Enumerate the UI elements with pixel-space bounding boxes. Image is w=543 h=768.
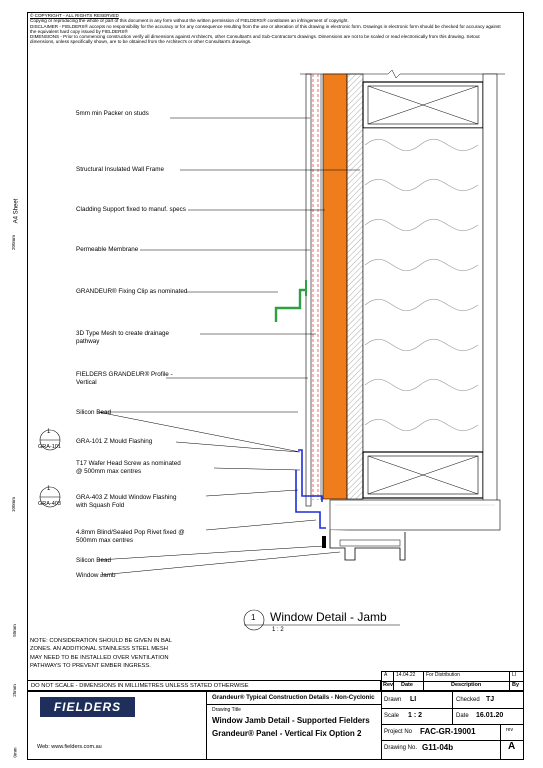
rev-head-by: By: [512, 682, 520, 688]
callout-gra101-ref: GRA-101: [38, 444, 61, 450]
detail-title: Window Detail - Jamb: [270, 610, 387, 624]
fielders-logo: FIELDERS: [40, 697, 135, 717]
label-profile: FIELDERS GRANDEUR® Profile - Vertical: [76, 371, 173, 386]
drawing-title-2: Grandeur® Panel - Vertical Fix Option 2: [212, 729, 362, 738]
label-rivet: 4.8mm Blind/Sealed Pop Rivet fixed @ 500…: [76, 529, 185, 544]
rev-label: rev: [506, 727, 513, 733]
dimensions-line: DIMENSIONS - Prior to commencing constru…: [30, 34, 480, 40]
rev-row-date: 14.04.22: [396, 672, 416, 678]
scale-value: 1 : 2: [408, 712, 423, 719]
rev-row-desc: For Distribution: [426, 672, 460, 678]
label-cladding-support: Cladding Support fixed to manuf. specs: [76, 206, 186, 213]
copyright-block: © COPYRIGHT - ALL RIGHTS RESERVED Copyin…: [30, 13, 522, 45]
rev-head-date: Date: [401, 682, 413, 688]
callout-gra101-num: 1: [47, 429, 51, 435]
rev-row-by: LI: [512, 672, 517, 678]
drawn-label: Drawn: [384, 697, 402, 703]
label-silicon-bead-2: Silicon Bead: [76, 557, 112, 564]
copyright-heading: © COPYRIGHT - ALL RIGHTS RESERVED: [30, 13, 119, 18]
drawing-title-1: Window Jamb Detail - Supported Fielders: [212, 716, 370, 725]
website: Web: www.fielders.com.au: [37, 744, 102, 750]
checked-value: TJ: [486, 696, 495, 703]
noscale-bar: DO NOT SCALE - DIMENSIONS IN MILLIMETRES…: [27, 680, 381, 691]
callout-gra403-ref: GRA-403: [38, 501, 61, 507]
rev-head-rev: Rev: [383, 682, 394, 688]
label-gra403: GRA-403 Z Mould Window Flashing with Squ…: [76, 494, 177, 509]
label-mesh: 3D Type Mesh to create drainage pathway: [76, 330, 169, 345]
z-mould-flashing: [298, 449, 323, 502]
fixing-clip: [274, 288, 306, 322]
note-box: NOTE: CONSIDERATION SHOULD BE GIVEN IN B…: [30, 638, 172, 669]
checked-label: Checked: [456, 697, 480, 703]
label-frame: Structural Insulated Wall Frame: [76, 166, 164, 173]
dimensions-line-2: dimensions, unless specifically shown, a…: [30, 39, 252, 45]
disclaimer-line: DISCLAIMER - FIELDERS® accepts no respon…: [30, 23, 501, 29]
window-flashing: [295, 470, 326, 529]
leader-lines: [97, 117, 360, 576]
logo-text: FIELDERS: [53, 700, 122, 714]
rev-head-desc: Description: [451, 682, 482, 688]
label-gra101: GRA-101 Z Mould Flashing: [76, 438, 153, 445]
drawing-title-label: Drawing Title: [212, 707, 241, 713]
inner-lining: [482, 73, 498, 509]
insulation-loops: [364, 139, 479, 431]
label-screw: T17 Wafer Head Screw as nominated @ 500m…: [76, 460, 181, 475]
window-sill: [329, 499, 501, 531]
project-value: FAC-GR-19001: [420, 727, 476, 736]
copyright-line: Copying or reproducing the whole or part…: [30, 18, 349, 24]
noscale-text: DO NOT SCALE - DIMENSIONS IN MILLIMETRES…: [31, 683, 249, 689]
label-packer: 5mm min Packer on studs: [76, 110, 149, 117]
label-clip: GRANDEUR® Fixing Clip as nominated: [76, 288, 188, 295]
date-value: 16.01.20: [476, 712, 504, 719]
drawing-no-label: Drawing No.: [384, 745, 418, 751]
drawn-value: LI: [410, 696, 417, 703]
scale-label: Scale: [384, 713, 400, 719]
titleblock: [27, 691, 524, 760]
structural-panel-skin: [322, 73, 348, 500]
window-jamb: [329, 530, 406, 561]
label-membrane: Permeable Membrane: [76, 246, 139, 253]
date-label: Date: [456, 713, 469, 719]
disclaimer-line-2: the equivalent hard copy issued by FIELD…: [30, 28, 128, 34]
detail-num: 1: [251, 613, 256, 622]
stud-hatch: [346, 73, 364, 500]
revision-table: A 14.04.22 For Distribution LI Rev Date …: [381, 671, 524, 691]
label-window-jamb: Window Jamb: [76, 572, 116, 579]
series-title: Grandeur® Typical Construction Details -…: [212, 694, 375, 701]
project-label: Project No: [384, 729, 413, 735]
break-line: [300, 69, 505, 79]
detail-scale: 1 : 2: [272, 627, 284, 633]
drawing-no-value: G11-04b: [422, 743, 454, 752]
label-silicon-bead-1: Silicon Bead: [76, 409, 112, 416]
rev-row-rev: A: [384, 672, 388, 678]
insulation: [362, 127, 484, 453]
callout-gra403-num: 1: [47, 486, 51, 492]
rev-value: A: [508, 741, 516, 752]
